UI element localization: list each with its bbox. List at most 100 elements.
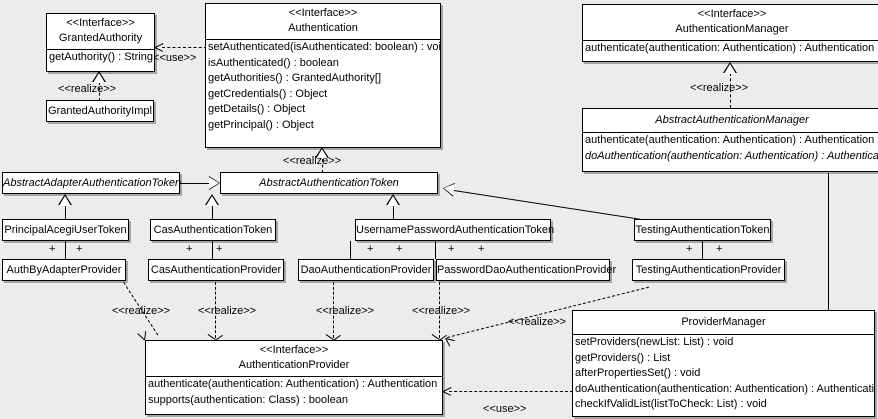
method-item: getPrincipal() : Object bbox=[208, 118, 314, 131]
class-name-label: AuthByAdapterProvider bbox=[6, 264, 122, 276]
class-name-label: PrincipalAcegiUserToken bbox=[4, 224, 127, 236]
class-box-granted-authority[interactable]: <<Interface>> GrantedAuthority getAuthor… bbox=[46, 13, 155, 72]
connector-assoc-principal-authbyadapter bbox=[65, 241, 66, 259]
method-compartment-authentication-manager: authenticate(authentication: Authenticat… bbox=[583, 40, 878, 57]
class-box-authentication-provider[interactable]: <<Interface>> AuthenticationProvider aut… bbox=[145, 340, 443, 415]
class-box-abstract-authentication-manager[interactable]: AbstractAuthenticationManager authentica… bbox=[582, 108, 878, 172]
class-name-label: AbstractAuthenticationManager bbox=[655, 114, 809, 126]
assoc-plus-marker: + bbox=[216, 243, 223, 255]
label-realize-granted-authority-impl: <<realize>> bbox=[58, 83, 117, 95]
connector-use-provider-manager bbox=[449, 391, 573, 392]
class-box-cas-authentication-token[interactable]: CasAuthenticationToken bbox=[150, 219, 276, 241]
method-item: afterPropertiesSet() : void bbox=[575, 367, 701, 380]
connector-generalization-username-password-token bbox=[393, 205, 394, 220]
class-box-provider-manager[interactable]: ProviderManager setProviders(newList: Li… bbox=[572, 310, 875, 417]
assoc-plus-marker: + bbox=[186, 243, 193, 255]
class-name-label: AbstractAuthenticationToken bbox=[259, 177, 399, 189]
label-use-authentication-granted-authority: <<use>> bbox=[153, 52, 197, 64]
label-use-provider-manager: <<use>> bbox=[483, 403, 527, 415]
assoc-plus-marker: + bbox=[448, 243, 455, 255]
class-box-auth-by-adapter-provider[interactable]: AuthByAdapterProvider bbox=[2, 259, 126, 281]
class-name-label: TestingAuthenticationProvider bbox=[635, 264, 782, 276]
connector-use-authentication-granted-authority bbox=[162, 47, 207, 48]
connector-realize-abstract-authentication-manager bbox=[730, 73, 731, 108]
class-name-label: ProviderManager bbox=[681, 316, 766, 328]
method-item: checkIfValidList(listToCheck: List) : vo… bbox=[575, 398, 767, 411]
connector-realize-cas-provider bbox=[215, 282, 216, 338]
connector-assoc-cas-token-provider bbox=[212, 241, 213, 259]
method-item: getAuthority() : String bbox=[49, 51, 153, 63]
triangle-generalization-adapter-token-inner bbox=[209, 177, 219, 189]
assoc-plus-marker: + bbox=[76, 243, 83, 255]
class-box-abstract-authentication-token[interactable]: AbstractAuthenticationToken bbox=[220, 172, 438, 194]
method-item: getDetails() : Object bbox=[208, 103, 306, 116]
class-header-authentication: <<Interface>> Authentication bbox=[206, 4, 440, 39]
assoc-plus-marker: + bbox=[367, 243, 374, 255]
class-name-label: AuthenticationProvider bbox=[238, 359, 350, 371]
stereotype-label: <<Interface>> bbox=[259, 344, 329, 356]
method-item: setAuthenticated(isAuthenticated: boolea… bbox=[208, 41, 440, 53]
class-box-abstract-adapter-authentication-token[interactable]: AbstractAdapterAuthenticationToken bbox=[2, 172, 182, 194]
method-item: doAuthentication(authentication: Authent… bbox=[585, 149, 878, 162]
triangle-gen-principal-inner bbox=[59, 196, 71, 206]
connector-generalization-adapter-token bbox=[180, 183, 210, 184]
connector-realize-dao-provider bbox=[333, 282, 334, 338]
class-box-authentication[interactable]: <<Interface>> Authentication setAuthenti… bbox=[205, 3, 441, 148]
method-item: getProviders() : List bbox=[575, 351, 671, 364]
method-item: setProviders(newList: List) : void bbox=[575, 336, 734, 348]
arrowhead-realize-authbyadapter-b bbox=[144, 331, 147, 341]
class-name-label: AbstractAdapterAuthenticationToken bbox=[3, 177, 182, 189]
class-box-username-password-authentication-token[interactable]: UsernamePasswordAuthenticationToken bbox=[355, 219, 554, 241]
label-realize-abstract-authentication-token: <<realize>> bbox=[283, 155, 342, 167]
class-box-dao-authentication-provider[interactable]: DaoAuthenticationProvider bbox=[298, 259, 434, 281]
stereotype-label: <<Interface>> bbox=[697, 8, 767, 20]
class-box-authentication-manager[interactable]: <<Interface>> AuthenticationManager auth… bbox=[582, 4, 878, 62]
class-header-authentication-manager: <<Interface>> AuthenticationManager bbox=[583, 5, 878, 40]
triangle-gen-cas-inner bbox=[206, 196, 218, 206]
class-box-password-dao-authentication-provider[interactable]: PasswordDaoAuthenticationProvider bbox=[436, 259, 616, 281]
connector-generalization-cas-token bbox=[212, 205, 213, 220]
method-item: getAuthorities() : GrantedAuthority[] bbox=[208, 72, 382, 85]
connector-assoc-userpass-dao bbox=[350, 241, 351, 259]
class-name-label: DaoAuthenticationProvider bbox=[300, 264, 432, 276]
method-compartment-granted-authority: getAuthority() : String bbox=[47, 49, 154, 66]
method-compartment-provider-manager: setProviders(newList: List) : void getPr… bbox=[573, 334, 874, 413]
class-header-provider-manager: ProviderManager bbox=[573, 311, 874, 334]
connector-assoc-testing-token-provider bbox=[702, 241, 703, 259]
connector-realize-abstract-authentication-token bbox=[322, 159, 323, 173]
class-name-label: PasswordDaoAuthenticationProvider bbox=[437, 264, 617, 276]
class-name-label: GrantedAuthority bbox=[58, 32, 143, 44]
triangle-realize-granted-authority-inner bbox=[93, 73, 105, 83]
label-realize-dao-authentication-provider: <<realize>> bbox=[316, 305, 375, 317]
class-name-label: AuthenticationManager bbox=[675, 23, 789, 35]
class-box-granted-authority-impl[interactable]: GrantedAuthorityImpl bbox=[46, 100, 154, 122]
class-box-cas-authentication-provider[interactable]: CasAuthenticationProvider bbox=[148, 259, 284, 281]
class-name-label: CasAuthenticationProvider bbox=[150, 264, 282, 276]
connector-realize-granted-authority-impl bbox=[99, 82, 100, 101]
label-realize-cas-authentication-provider: <<realize>> bbox=[198, 305, 257, 317]
class-box-principal-acegi-user-token[interactable]: PrincipalAcegiUserToken bbox=[2, 219, 129, 241]
label-realize-abstract-authentication-manager: <<realize>> bbox=[690, 82, 749, 94]
method-item: authenticate(authentication: Authenticat… bbox=[585, 134, 875, 146]
method-compartment-authentication-provider: authenticate(authentication: Authenticat… bbox=[146, 376, 442, 408]
assoc-plus-marker: + bbox=[396, 243, 403, 255]
connector-generalization-principal-acegi-token bbox=[65, 205, 66, 220]
class-box-testing-authentication-provider[interactable]: TestingAuthenticationProvider bbox=[632, 259, 785, 281]
method-compartment-abstract-authentication-manager: authenticate(authentication: Authenticat… bbox=[583, 132, 878, 164]
connector-assoc-userpass-passworddao bbox=[435, 241, 436, 259]
method-item: isAuthenticated() : boolean bbox=[208, 56, 339, 69]
stereotype-label: <<Interface>> bbox=[66, 17, 135, 29]
method-item: authenticate(authentication: Authenticat… bbox=[585, 42, 875, 54]
method-item: doAuthentication(authentication: Authent… bbox=[575, 382, 874, 395]
class-header-granted-authority: <<Interface>> GrantedAuthority bbox=[47, 14, 154, 49]
label-realize-provider-manager: <<realize>> bbox=[508, 316, 567, 328]
class-header-authentication-provider: <<Interface>> AuthenticationProvider bbox=[146, 341, 442, 376]
class-box-testing-authentication-token[interactable]: TestingAuthenticationToken bbox=[634, 219, 771, 241]
assoc-plus-marker: + bbox=[716, 243, 723, 255]
assoc-plus-marker: + bbox=[49, 243, 56, 255]
class-name-label: Authentication bbox=[288, 22, 358, 34]
class-name-label: GrantedAuthorityImpl bbox=[48, 105, 152, 117]
assoc-plus-marker: + bbox=[686, 243, 693, 255]
label-realize-password-dao-authentication-provider: <<realize>> bbox=[412, 305, 471, 317]
